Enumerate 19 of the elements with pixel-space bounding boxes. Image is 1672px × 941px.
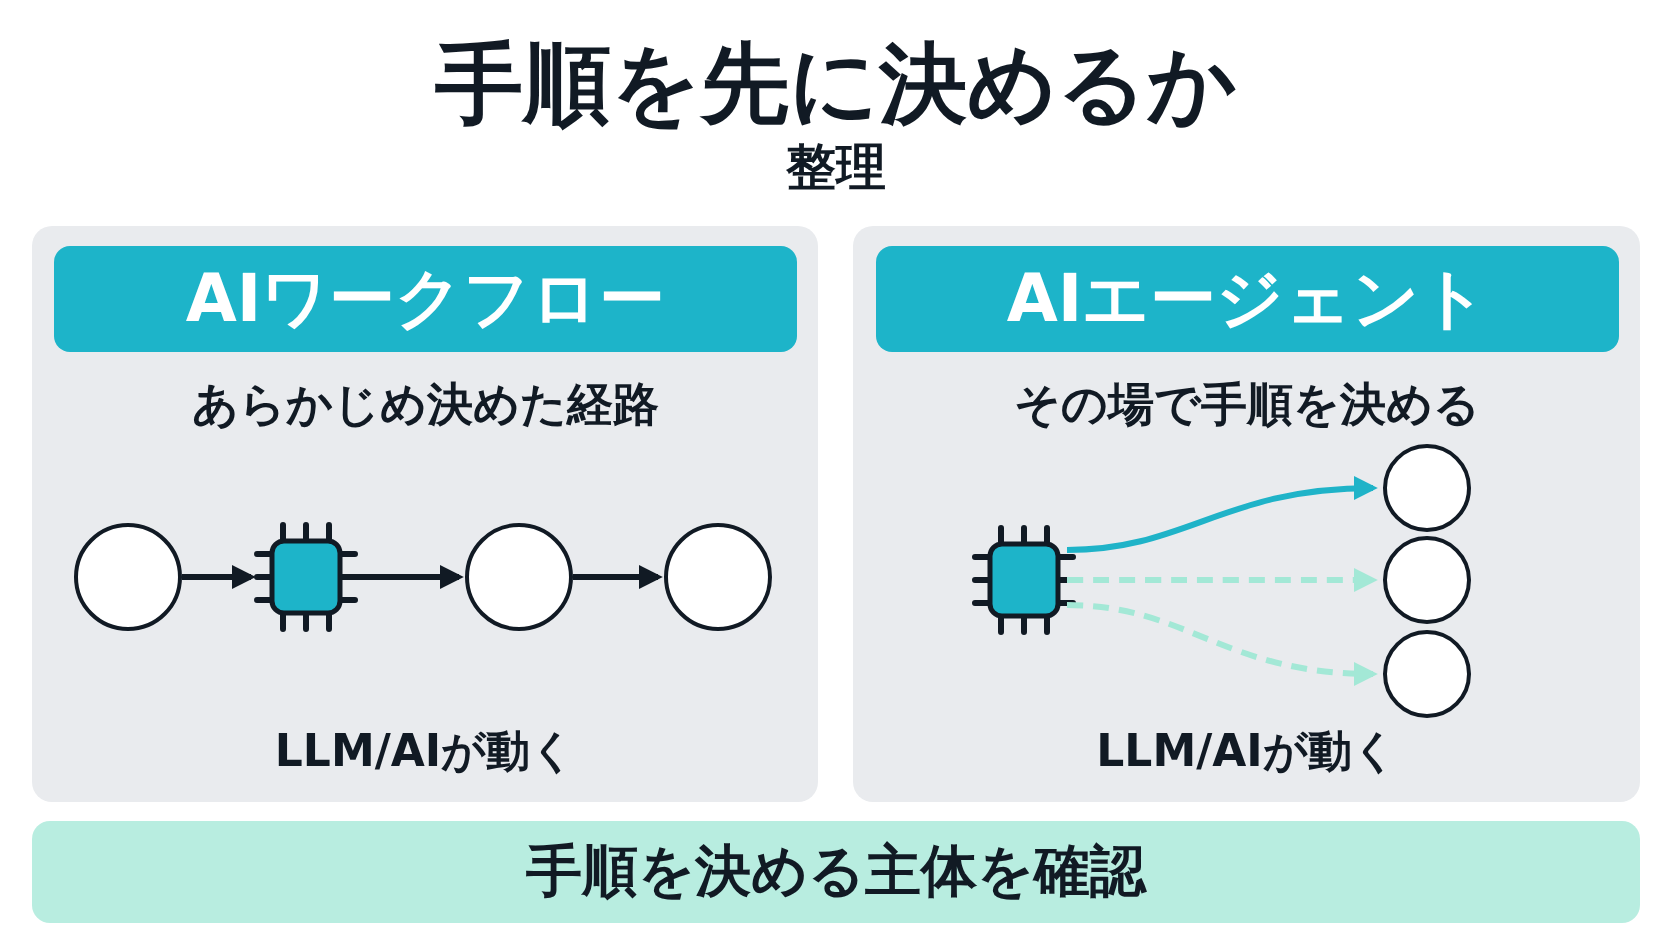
header-bar: AIエージェント xyxy=(876,246,1619,352)
subheading: あらかじめ決めた経路 xyxy=(190,376,660,433)
panel-background xyxy=(853,226,1640,802)
arrow xyxy=(573,565,663,589)
subtitle: 整理 xyxy=(785,140,887,195)
arrow xyxy=(1067,568,1378,592)
title: 手順を先に決めるか xyxy=(434,36,1238,133)
panel-background xyxy=(32,226,818,802)
subheading: その場で手順を決める xyxy=(1012,376,1481,433)
arrow xyxy=(1066,602,1378,686)
arrow xyxy=(349,565,464,589)
footer-band: 手順を決める主体を確認 xyxy=(32,821,1640,923)
node-label: LLM/AIが動く xyxy=(273,724,577,778)
arrow xyxy=(182,565,256,589)
arrow xyxy=(1066,476,1378,553)
chip-icon xyxy=(973,526,1075,634)
chip-icon xyxy=(255,523,357,631)
header-bar: AIワークフロー xyxy=(54,246,797,352)
node-label: LLM/AIが動く xyxy=(1095,724,1398,778)
